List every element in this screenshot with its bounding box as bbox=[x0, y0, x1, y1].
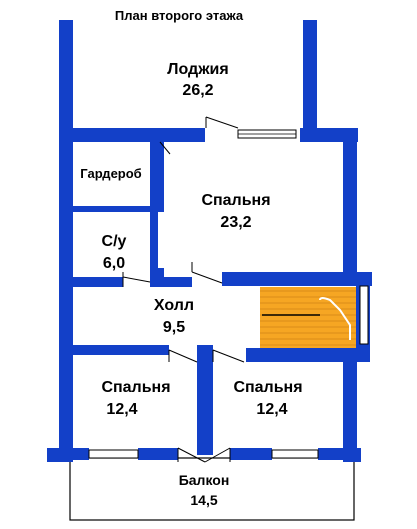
loggia-name: Лоджия bbox=[167, 61, 228, 78]
wall-bottom-left bbox=[59, 448, 89, 460]
wall-bottom-mid2 bbox=[230, 448, 272, 460]
wall-bath-small bbox=[150, 268, 164, 287]
wall-lower-divider bbox=[197, 345, 213, 455]
wall-bath-bottom-left bbox=[73, 277, 123, 287]
balcony-outline bbox=[69, 457, 355, 521]
bathroom-area: 6,0 bbox=[103, 255, 125, 272]
stair-railing bbox=[319, 297, 351, 340]
wall-bottom-right bbox=[318, 448, 358, 460]
hall-name: Холл bbox=[154, 297, 194, 314]
door-bath bbox=[122, 272, 151, 287]
door-loggia-2 bbox=[159, 141, 171, 155]
bedroom-main-name: Спальня bbox=[201, 192, 270, 209]
bedroom-left-name: Спальня bbox=[101, 379, 170, 396]
wall-bath-bottom-mid bbox=[160, 277, 192, 287]
wall-bottom-middle bbox=[138, 448, 178, 460]
wall-loggia-bottom-left bbox=[59, 128, 205, 142]
bedroom-main-area: 23,2 bbox=[220, 214, 251, 231]
bedroom-right-name: Спальня bbox=[233, 379, 302, 396]
balcony-name: Балкон bbox=[179, 472, 230, 488]
hall-area: 9,5 bbox=[163, 319, 185, 336]
window-stairs bbox=[359, 285, 369, 345]
wall-loggia-right bbox=[303, 20, 317, 138]
door-loggia bbox=[205, 116, 239, 129]
door-swings bbox=[122, 116, 245, 463]
loggia-area: 26,2 bbox=[182, 82, 213, 99]
plan-title: План второго этажа bbox=[114, 8, 244, 23]
wall-hall-bottom-left bbox=[73, 345, 169, 355]
wall-right-upper bbox=[343, 128, 357, 280]
wall-right-lower bbox=[343, 348, 357, 456]
staircase bbox=[260, 287, 356, 348]
window-bottom-left bbox=[88, 449, 139, 459]
wardrobe-name: Гардероб bbox=[80, 166, 141, 181]
stair-fill bbox=[260, 287, 356, 348]
window-bottom-right bbox=[271, 449, 319, 459]
bedroom-right-area: 12,4 bbox=[256, 401, 287, 418]
bathroom-name: С/у bbox=[102, 233, 127, 250]
wall-stair-top bbox=[222, 272, 372, 286]
door-hall-right bbox=[212, 349, 245, 363]
door-balcony-right bbox=[204, 447, 231, 463]
wall-stair-bottom bbox=[246, 348, 370, 362]
wall-wardrobe-bottom bbox=[73, 206, 164, 212]
door-hall-left bbox=[168, 349, 198, 363]
wall-wardrobe-right bbox=[150, 142, 164, 212]
door-balcony-left bbox=[177, 447, 206, 463]
balcony-area: 14,5 bbox=[190, 492, 217, 508]
wall-bath-right bbox=[150, 212, 158, 282]
door-bedroom-main bbox=[191, 262, 223, 284]
wall-hall-bottom-mid bbox=[197, 345, 213, 355]
bedroom-left-area: 12,4 bbox=[106, 401, 137, 418]
wall-left bbox=[59, 20, 73, 455]
